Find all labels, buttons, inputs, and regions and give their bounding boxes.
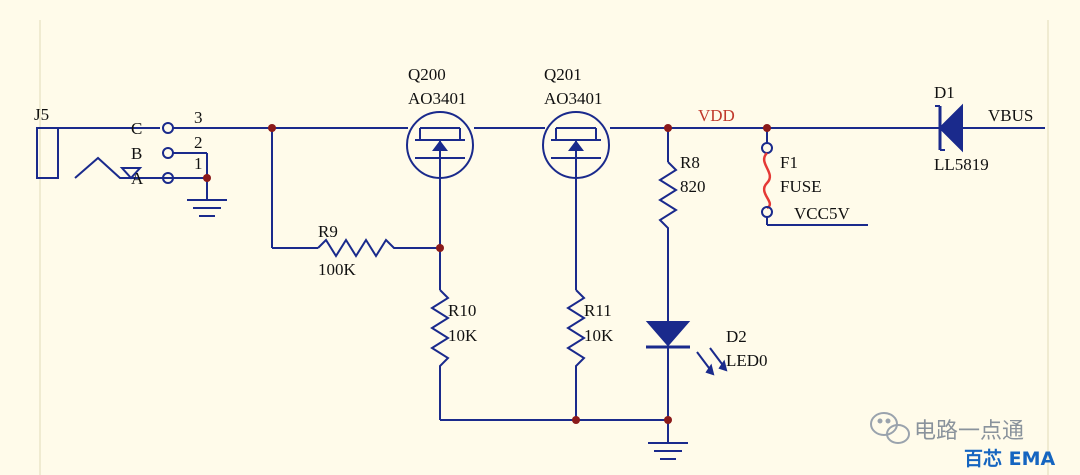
resistor-r11 bbox=[566, 289, 586, 420]
label-r8-value: 820 bbox=[680, 177, 706, 196]
label-pin-2: 2 bbox=[194, 133, 203, 152]
label-d1-part: LL5819 bbox=[934, 155, 989, 174]
resistor-r9 bbox=[317, 238, 440, 258]
net-label-vbus: VBUS bbox=[988, 106, 1033, 125]
label-pin-c: C bbox=[131, 119, 142, 138]
label-q201-ref: Q201 bbox=[544, 65, 582, 84]
label-f1-ref: F1 bbox=[780, 153, 798, 172]
junction-dots bbox=[203, 124, 771, 424]
resistor-r10 bbox=[430, 289, 450, 420]
label-pin-a: A bbox=[131, 169, 144, 188]
label-q200-part: AO3401 bbox=[408, 89, 467, 108]
connector-j5 bbox=[36, 122, 208, 184]
label-pin-1: 1 bbox=[194, 154, 203, 173]
label-pin-3: 3 bbox=[194, 108, 203, 127]
ground-symbol-j5 bbox=[187, 178, 227, 217]
led-d2 bbox=[645, 321, 728, 420]
watermark-brand: 百芯 EMA bbox=[964, 447, 1056, 470]
ground-symbol-bottom bbox=[648, 420, 688, 460]
label-q201-part: AO3401 bbox=[544, 89, 603, 108]
label-f1-part: FUSE bbox=[780, 177, 822, 196]
label-pin-b: B bbox=[131, 144, 142, 163]
mosfet-q200 bbox=[406, 111, 474, 248]
label-d1-ref: D1 bbox=[934, 83, 955, 102]
wechat-icon bbox=[870, 412, 910, 444]
label-q200-ref: Q200 bbox=[408, 65, 446, 84]
net-label-vcc5v: VCC5V bbox=[794, 204, 850, 223]
label-r9-ref: R9 bbox=[318, 222, 338, 241]
watermark: 电路一点通 百芯 EMA bbox=[870, 412, 1056, 470]
diode-d1 bbox=[935, 103, 963, 153]
label-r11-value: 10K bbox=[584, 326, 614, 345]
label-d2-ref: D2 bbox=[726, 327, 747, 346]
label-r9-value: 100K bbox=[318, 260, 357, 279]
net-label-vdd: VDD bbox=[698, 106, 735, 125]
label-d2-part: LED0 bbox=[726, 351, 768, 370]
label-r10-value: 10K bbox=[448, 326, 478, 345]
mosfet-q201 bbox=[542, 111, 610, 290]
label-r8-ref: R8 bbox=[680, 153, 700, 172]
label-j5-ref: J5 bbox=[34, 105, 49, 124]
label-r11-ref: R11 bbox=[584, 301, 612, 320]
fuse-f1 bbox=[761, 128, 868, 226]
resistor-r8 bbox=[658, 161, 678, 322]
label-r10-ref: R10 bbox=[448, 301, 476, 320]
watermark-channel: 电路一点通 bbox=[914, 419, 1024, 444]
